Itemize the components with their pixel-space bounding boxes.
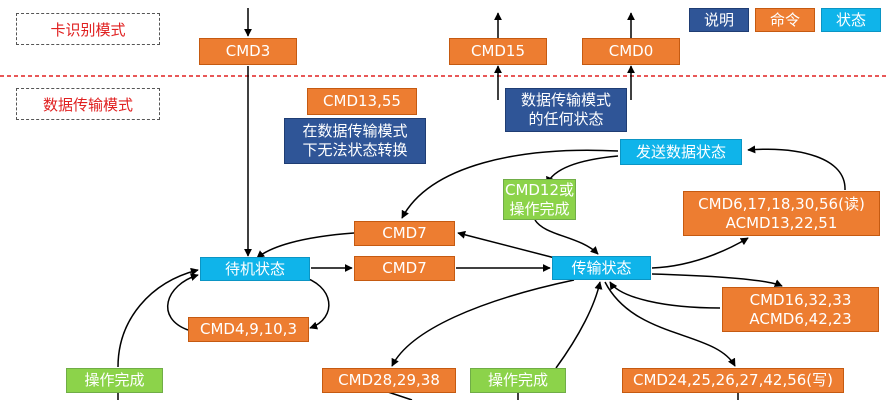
sending-data-state: 发送数据状态 [620,139,742,165]
arrow-transfer-to-write [604,281,736,367]
legend-state: 状态 [821,8,881,32]
arrow-cmd16-to-transfer [609,281,721,309]
transfer-state: 传输状态 [552,256,651,280]
no-transition-note-line1: 在数据传输模式 [302,122,408,140]
arrow-cmd28-onward [387,391,413,400]
cmd16-line1: CMD16,32,33 [749,290,852,309]
write-commands-box: CMD24,25,26,27,42,56(写) [622,368,844,393]
arrow-transfer-to-cmd28 [391,279,575,367]
data-transfer-mode-label: 数据传输模式 [16,88,160,120]
cmd7-lower-box: CMD7 [354,256,455,281]
read-commands-line2: ACMD13,22,51 [725,213,838,232]
cmd12-condition-line1: CMD12或 [504,180,575,199]
card-identification-mode-label: 卡识别模式 [16,13,160,45]
any-state-note-line2: 的任何状态 [528,110,604,128]
no-transition-note: 在数据传输模式 下无法状态转换 [284,118,426,164]
arrow-op-complete-to-transfer [555,281,603,369]
read-commands-line1: CMD6,17,18,30,56(读) [698,194,865,213]
arrow-cmd7-to-standby [256,232,355,259]
cmd16-line2: ACMD6,42,23 [749,309,852,328]
cmd12-condition-line2: 操作完成 [509,199,570,218]
arrow-sending-to-cmd7 [401,149,619,219]
cmd12-or-op-complete-condition: CMD12或 操作完成 [503,179,576,220]
cmd16-box: CMD16,32,33 ACMD6,42,23 [722,287,879,332]
arrow-op-complete-to-standby [117,267,199,368]
cmd4-9-10-3-box: CMD4,9,10,3 [188,317,309,342]
arrow-readcmds-to-sending [747,145,846,191]
any-state-note-line1: 数据传输模式 [520,91,611,109]
legend-note: 说明 [689,8,749,32]
cmd28-29-38-box: CMD28,29,38 [322,368,456,393]
arrow-cmd4-to-standby [167,273,199,331]
arrow-transfer-to-cmd7-upper [457,230,556,259]
cmd0-box: CMD0 [582,38,680,65]
standby-state: 待机状态 [200,257,310,281]
cmd15-box: CMD15 [449,38,547,65]
cmd13-55-box: CMD13,55 [307,88,417,115]
arrow-transfer-to-readcmds [651,237,749,269]
op-complete-left-condition: 操作完成 [66,368,163,393]
cmd3-box: CMD3 [199,38,297,65]
no-transition-note-line2: 下无法状态转换 [302,141,408,159]
any-state-note: 数据传输模式 的任何状态 [505,88,627,132]
legend-command: 命令 [755,8,815,32]
op-complete-mid-condition: 操作完成 [470,368,566,393]
read-commands-box: CMD6,17,18,30,56(读) ACMD13,22,51 [683,191,880,236]
arrow-condition-to-transfer [534,219,599,255]
cmd7-upper-box: CMD7 [354,221,455,246]
arrow-transfer-to-cmd16 [651,273,783,287]
